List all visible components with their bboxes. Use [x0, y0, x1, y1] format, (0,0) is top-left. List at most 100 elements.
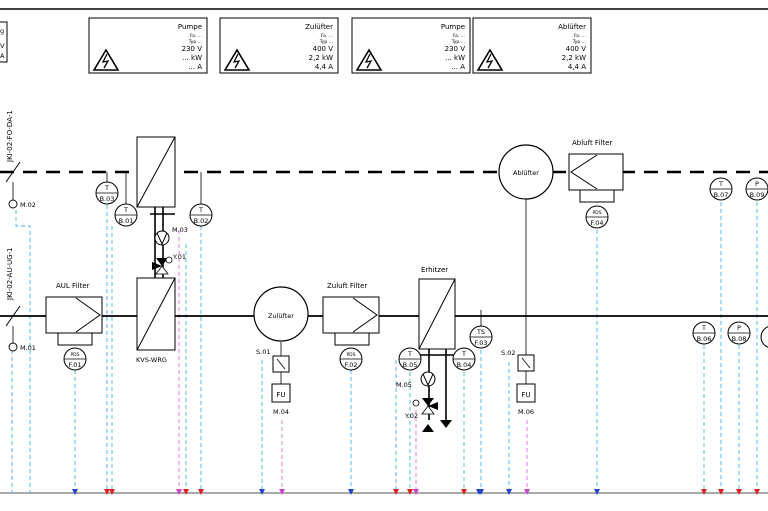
- warning-icon: [355, 48, 383, 71]
- sensor-letter: PDS: [70, 352, 79, 358]
- sensor-letter: T: [104, 184, 109, 192]
- sensor-f03: TS F.03: [469, 310, 493, 349]
- component-label: KVS-WRG: [136, 356, 167, 364]
- panel-current: ... A: [188, 63, 202, 71]
- actuator-tag: M.05: [396, 381, 412, 389]
- abluft-filter: Abluft Filter: [568, 139, 624, 203]
- panel-fa: Fa. ...: [574, 33, 586, 39]
- sensor-tag: F.04: [590, 219, 603, 227]
- sensor-b03: T B.03: [95, 172, 119, 205]
- duct-label-top: JKI-02-FO-DA-1: [6, 110, 14, 163]
- sensor-letter: T: [407, 350, 412, 358]
- sensor-b08: P B.08: [727, 321, 751, 345]
- panel-power: 2,2 kW: [309, 54, 333, 62]
- motor-panel-abluefter: Ablüfter Fa. ... Typ ... 400 V 2,2 kW 4,…: [472, 17, 592, 74]
- panel-current: ... A: [451, 63, 465, 71]
- pds-f02: PDS F.02: [339, 347, 363, 371]
- sensor-letter: PDS: [592, 210, 601, 216]
- actuator-tag: Y.02: [404, 412, 418, 420]
- sensor-b02: T B.02: [189, 172, 213, 227]
- panel-voltage: 230 V: [445, 45, 466, 53]
- aul-filter: AUL Filter: [45, 282, 103, 346]
- panel-typ: Typ ...: [572, 39, 586, 45]
- panel-power: ... kW: [445, 54, 465, 62]
- panel-current: 4,4 A: [568, 63, 586, 71]
- actuator-tag: S.01: [256, 348, 270, 356]
- motor-panel-pumpe-2: Pumpe Fa. ... Typ ... 230 V ... kW ... A: [351, 17, 471, 74]
- sensor-b01: T B.01: [114, 172, 138, 227]
- panel-typ: Typ ...: [188, 39, 202, 45]
- sensor-partial-right: [760, 326, 768, 348]
- panel-title: Ablüfter: [558, 23, 586, 31]
- panel-voltage: 400 V: [566, 45, 587, 53]
- filter-icon: [352, 297, 378, 333]
- damper-actuator-icon: [8, 199, 18, 209]
- signal-lines: [11, 202, 758, 493]
- motor-panel-zuluefter: Zulüfter Fa. ... Typ ... 400 V 2,2 kW 4,…: [219, 17, 339, 74]
- zuluft-filter: Zuluft Filter: [322, 282, 380, 346]
- damper-top: M.02: [5, 161, 36, 209]
- actuator-tag: M.03: [172, 226, 188, 234]
- pds-f01: PDS F.01: [63, 347, 87, 371]
- sensor-tag: B.06: [697, 335, 712, 343]
- panel-typ: Typ ...: [319, 39, 333, 45]
- panel-voltage: 400 V: [313, 45, 334, 53]
- panel-fa: Fa. ...: [453, 33, 465, 39]
- panel-fa: Fa. ...: [190, 33, 202, 39]
- panel-voltage: 230 V: [182, 45, 203, 53]
- erhitzer: Erhitzer M.05 Y.02: [396, 266, 456, 432]
- motor-panel-pumpe-1: Pumpe Fa. ... Typ ... 230 V ... kW ... A: [88, 17, 208, 74]
- sensor-tag: F.03: [474, 339, 487, 347]
- panel-power: 2,2 kW: [562, 54, 586, 62]
- sensor-letter: T: [718, 180, 723, 188]
- warning-icon: [92, 48, 120, 71]
- sensor-letter: T: [198, 206, 203, 214]
- component-label: Zulüfter: [268, 312, 294, 320]
- panel-current: 4,4 A: [315, 63, 333, 71]
- panel-power: ... kW: [182, 54, 202, 62]
- sensor-tag: B.05: [403, 361, 418, 369]
- sensor-b07: T B.07: [709, 177, 733, 201]
- zuluefter-fan: Zulüfter S.01 FU M.04: [253, 286, 309, 416]
- corner-fragment: g V A: [0, 21, 8, 63]
- frequency-converter-box: [271, 383, 291, 403]
- damper-bottom: M.01: [5, 305, 36, 352]
- component-label: Zuluft Filter: [327, 282, 367, 290]
- sensor-tag: F.02: [344, 361, 357, 369]
- sensor-b04: T B.04: [452, 347, 476, 371]
- actuator-tag: M.04: [273, 408, 289, 416]
- valve-icon: [156, 258, 168, 266]
- sensor-b06: T B.06: [692, 321, 716, 345]
- damper-tag: M.02: [20, 201, 36, 209]
- kvs-wrg: KVS-WRG M.03 Y.01: [136, 136, 188, 364]
- sensor-b05: T B.05: [398, 347, 422, 371]
- fu-label: FU: [521, 391, 530, 399]
- panel-title: Pumpe: [441, 23, 465, 31]
- sensor-tag: B.09: [750, 191, 765, 199]
- bus-markers: [72, 489, 760, 495]
- panel-typ: Typ ...: [451, 39, 465, 45]
- warning-icon: [476, 48, 504, 71]
- sensor-tag: B.04: [457, 361, 472, 369]
- sensor-tag: B.07: [714, 191, 729, 199]
- sensor-letter: T: [461, 350, 466, 358]
- damper-tag: M.01: [20, 344, 36, 352]
- duct-label-bottom: JKI-02-AU-UG-1: [6, 248, 14, 302]
- sensor-letter: P: [755, 180, 759, 188]
- sensor-tag: F.01: [68, 361, 81, 369]
- sensor-letter: T: [123, 206, 128, 214]
- sensor-tag: B.08: [732, 335, 747, 343]
- corner-text-3: A: [0, 52, 5, 60]
- component-label: Abluft Filter: [572, 139, 612, 147]
- sensor-tag: B.02: [194, 217, 209, 225]
- corner-text-2: V: [0, 42, 5, 50]
- damper-actuator-icon: [8, 342, 18, 352]
- panel-title: Pumpe: [178, 23, 202, 31]
- filter-icon: [75, 297, 101, 333]
- abluefter-fan: Ablüfter S.02 FU M.06: [498, 144, 554, 416]
- component-label: Ablüfter: [513, 169, 539, 177]
- actuator-tag: M.06: [518, 408, 534, 416]
- warning-icon: [223, 48, 251, 71]
- filter-icon: [570, 154, 598, 190]
